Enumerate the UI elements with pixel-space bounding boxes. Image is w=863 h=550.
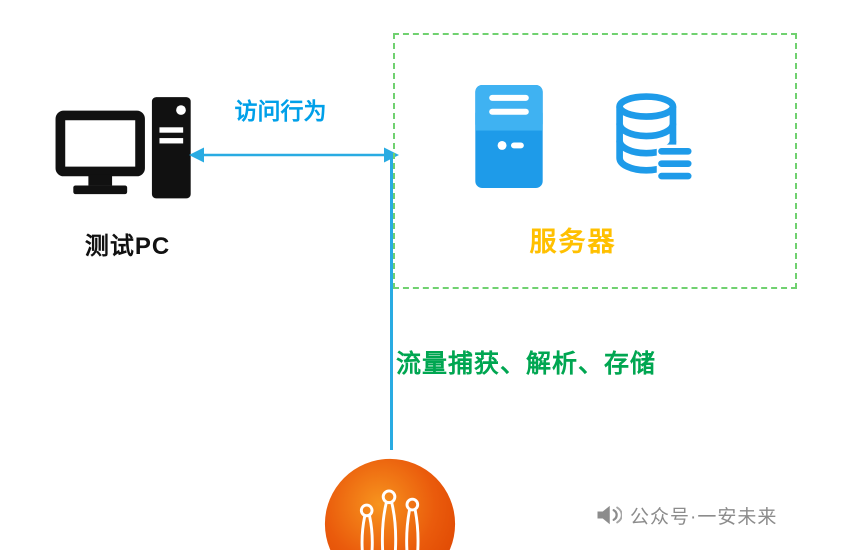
server-group-label: 服务器 <box>529 227 617 257</box>
pc-node-label: 测试PC <box>84 233 171 260</box>
access-arrow-label: 访问行为 <box>234 98 327 124</box>
database-icon <box>612 87 692 187</box>
megaphone-icon <box>594 501 623 529</box>
server-tower-icon <box>473 83 545 190</box>
double-arrow <box>188 141 400 169</box>
capture-tap-line <box>390 154 393 450</box>
capture-flow-label: 流量捕获、解析、存储 <box>396 350 657 378</box>
server-group-box <box>393 33 797 289</box>
watermark: 公众号·一安未来 <box>594 501 777 529</box>
watermark-text: 公众号·一安未来 <box>630 506 778 528</box>
desktop-pc-icon <box>55 90 195 212</box>
meerkat-suricata-logo <box>322 456 458 550</box>
